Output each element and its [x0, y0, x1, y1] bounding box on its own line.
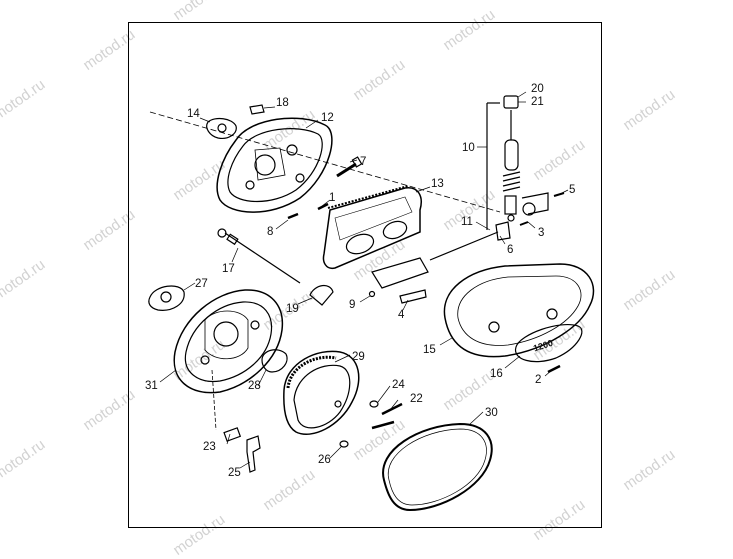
callout-17: 17 [222, 263, 235, 275]
callout-11: 11 [461, 216, 473, 228]
callout-7: 7 [360, 156, 366, 168]
callout-30: 30 [485, 407, 498, 419]
callout-12: 12 [321, 112, 334, 124]
seal-ring [382, 422, 493, 512]
breather-assembly [486, 95, 565, 241]
callout-2: 2 [535, 374, 541, 386]
clip [249, 104, 265, 115]
callout-labels: 1 2 3 4 5 6 7 8 9 10 11 12 13 14 15 16 1… [145, 83, 575, 479]
callout-23: 23 [203, 441, 216, 453]
gasket-ring [261, 349, 288, 373]
leader-lines [159, 91, 569, 469]
callout-22: 22 [410, 393, 423, 405]
callout-13: 13 [431, 178, 444, 190]
badge-text: 1200 [532, 338, 554, 354]
filter-ring [283, 350, 360, 435]
callout-27: 27 [195, 278, 208, 290]
choke-cable [217, 228, 301, 284]
callout-29: 29 [352, 351, 365, 363]
callout-8: 8 [267, 226, 273, 238]
callout-31: 31 [145, 380, 158, 392]
callout-4: 4 [398, 309, 405, 321]
callout-20: 20 [531, 83, 544, 95]
gasket [206, 117, 237, 139]
callout-25: 25 [228, 467, 241, 479]
callout-24: 24 [392, 379, 405, 391]
callout-16: 16 [490, 368, 503, 380]
callout-6: 6 [507, 244, 513, 256]
deflector [309, 285, 334, 306]
1200-badge [515, 324, 583, 363]
callout-14: 14 [187, 108, 200, 120]
air-cleaner-cover [443, 263, 595, 358]
diagram-frame [128, 22, 602, 528]
gasket-small [148, 285, 185, 311]
callout-5: 5 [569, 184, 575, 196]
inner-backplate [173, 289, 284, 394]
rod [429, 231, 499, 261]
callout-3: 3 [538, 227, 544, 239]
bolt [336, 156, 363, 178]
callout-26: 26 [318, 454, 331, 466]
filter-element [322, 185, 422, 270]
backplate [216, 117, 333, 213]
callout-10: 10 [462, 142, 475, 154]
callout-18: 18 [276, 97, 289, 109]
callout-21: 21 [531, 96, 544, 108]
callout-1: 1 [329, 192, 335, 204]
callout-15: 15 [423, 344, 436, 356]
bracket [371, 257, 429, 289]
callout-9: 9 [349, 299, 355, 311]
callout-28: 28 [248, 380, 261, 392]
callout-19: 19 [286, 303, 299, 315]
